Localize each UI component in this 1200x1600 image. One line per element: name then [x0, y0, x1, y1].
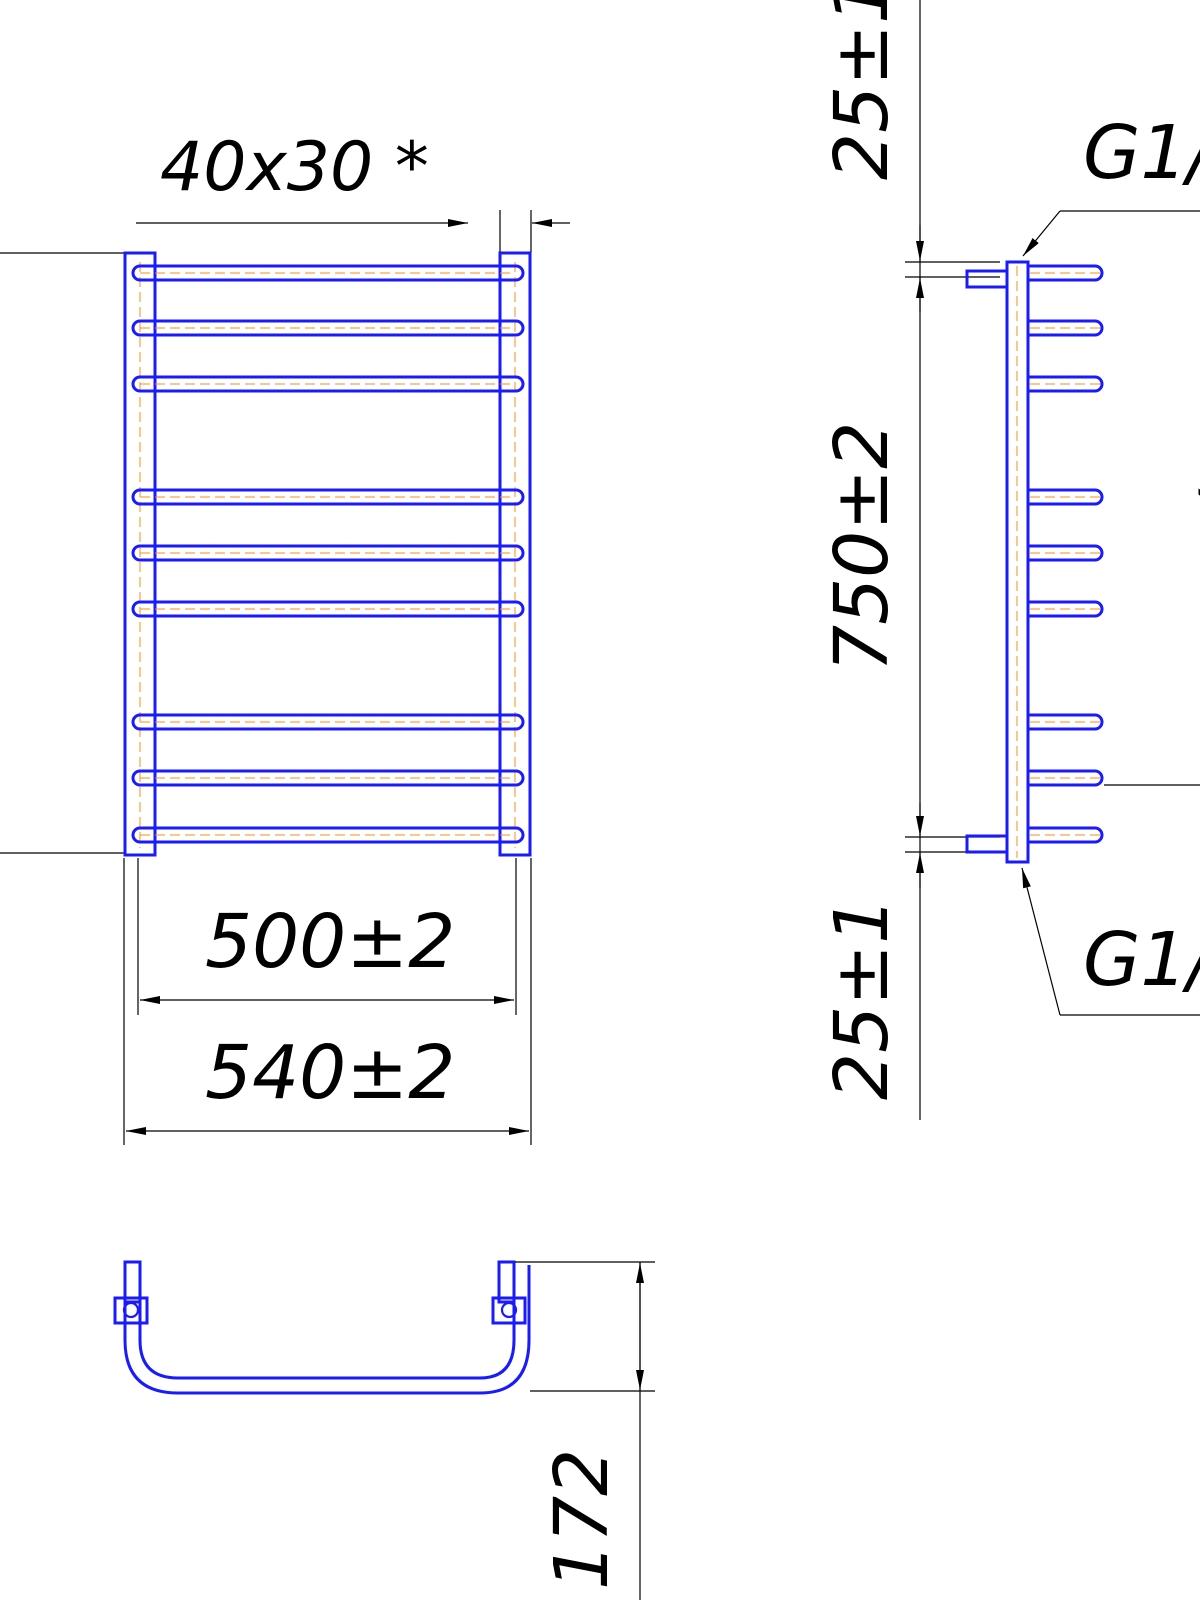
left-post — [123, 251, 157, 857]
left-post-top — [123, 1260, 142, 1304]
rail-9 — [131, 826, 525, 844]
bottom-thread-label: G1/ — [1083, 917, 1200, 1003]
side-rail-7 — [1028, 713, 1104, 731]
rail-7 — [131, 713, 525, 731]
side-rail-2 — [1028, 319, 1104, 337]
horizontal-rails — [131, 264, 525, 844]
right-bracket — [491, 1296, 527, 1325]
left-bolt — [122, 1301, 140, 1319]
side-view: G1/ G1/ 25±1 750±2 25±1 (93* — [819, 0, 1200, 1120]
side-rail-3 — [1028, 375, 1104, 393]
top-inlet — [965, 269, 1009, 289]
bottom-inlet — [965, 834, 1009, 854]
side-rail-9 — [1028, 826, 1104, 844]
partial-dimension-label: (93* — [1187, 360, 1200, 520]
front-view: 40x30 * 500±2 540±2 — [0, 128, 570, 1145]
side-post — [1005, 260, 1030, 864]
center-distance-label: 750±2 — [819, 422, 905, 672]
side-rails — [1028, 264, 1104, 844]
rail-8 — [131, 769, 525, 787]
tube-profile-label: 40x30 * — [160, 128, 429, 207]
inner-width-label: 500±2 — [205, 899, 455, 985]
side-rail-6 — [1028, 600, 1104, 618]
outer-width-label: 540±2 — [205, 1030, 455, 1116]
bottom-offset-label: 25±1 — [819, 897, 905, 1100]
right-post — [498, 251, 532, 857]
side-rail-8 — [1028, 769, 1104, 787]
rail-3 — [131, 375, 525, 393]
bottom-view: 172 — [113, 1260, 655, 1600]
top-thread-label: G1/ — [1083, 110, 1200, 196]
right-bolt — [500, 1301, 518, 1319]
right-post-top — [497, 1260, 516, 1304]
rail-6 — [131, 600, 525, 618]
side-rail-5 — [1028, 544, 1104, 562]
side-rail-4 — [1028, 488, 1104, 506]
side-rail-1 — [1028, 264, 1104, 282]
rail-1 — [131, 264, 525, 282]
rail-2 — [131, 319, 525, 337]
top-offset-label: 25±1 — [819, 0, 905, 180]
depth-label: 172 — [539, 1449, 625, 1590]
left-bracket — [113, 1296, 149, 1325]
rail-5 — [131, 544, 525, 562]
rail-4 — [131, 488, 525, 506]
